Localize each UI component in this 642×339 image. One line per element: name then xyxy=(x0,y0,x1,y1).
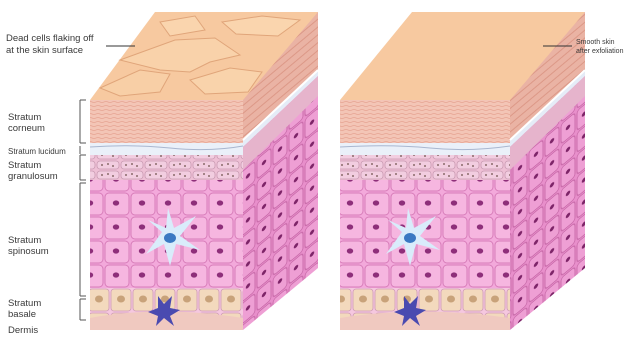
label-basale-line2: basale xyxy=(8,309,36,320)
label-granulosum-line1: Stratum xyxy=(8,160,41,171)
label-granulosum-line2: granulosum xyxy=(8,171,58,182)
left-callout-line1: Dead cells flaking off xyxy=(6,33,94,44)
right-skin-block xyxy=(340,12,585,330)
right-stratum-spinosum xyxy=(340,180,510,290)
label-spinosum-line2: spinosum xyxy=(8,246,49,257)
right-callout-line2: after exfoliation xyxy=(576,48,624,55)
label-basale-line1: Stratum xyxy=(8,298,41,309)
left-stratum-corneum xyxy=(90,100,243,143)
left-callout-line2: at the skin surface xyxy=(6,45,83,56)
label-lucidum: Stratum lucidum xyxy=(8,147,66,156)
layer-labels: Stratum corneum Stratum lucidum Stratum … xyxy=(8,112,66,336)
label-dermis: Dermis xyxy=(8,325,38,336)
layer-bracket xyxy=(80,100,86,320)
label-corneum-line1: Stratum xyxy=(8,112,41,123)
right-stratum-granulosum xyxy=(340,155,510,180)
label-spinosum-line1: Stratum xyxy=(8,235,41,246)
right-callout-line1: Smooth skin xyxy=(576,39,615,46)
left-stratum-granulosum xyxy=(90,155,243,180)
right-stratum-corneum xyxy=(340,100,510,143)
label-corneum-line2: corneum xyxy=(8,123,45,134)
left-callout: Dead cells flaking off at the skin surfa… xyxy=(6,33,135,56)
left-skin-block xyxy=(90,12,318,330)
